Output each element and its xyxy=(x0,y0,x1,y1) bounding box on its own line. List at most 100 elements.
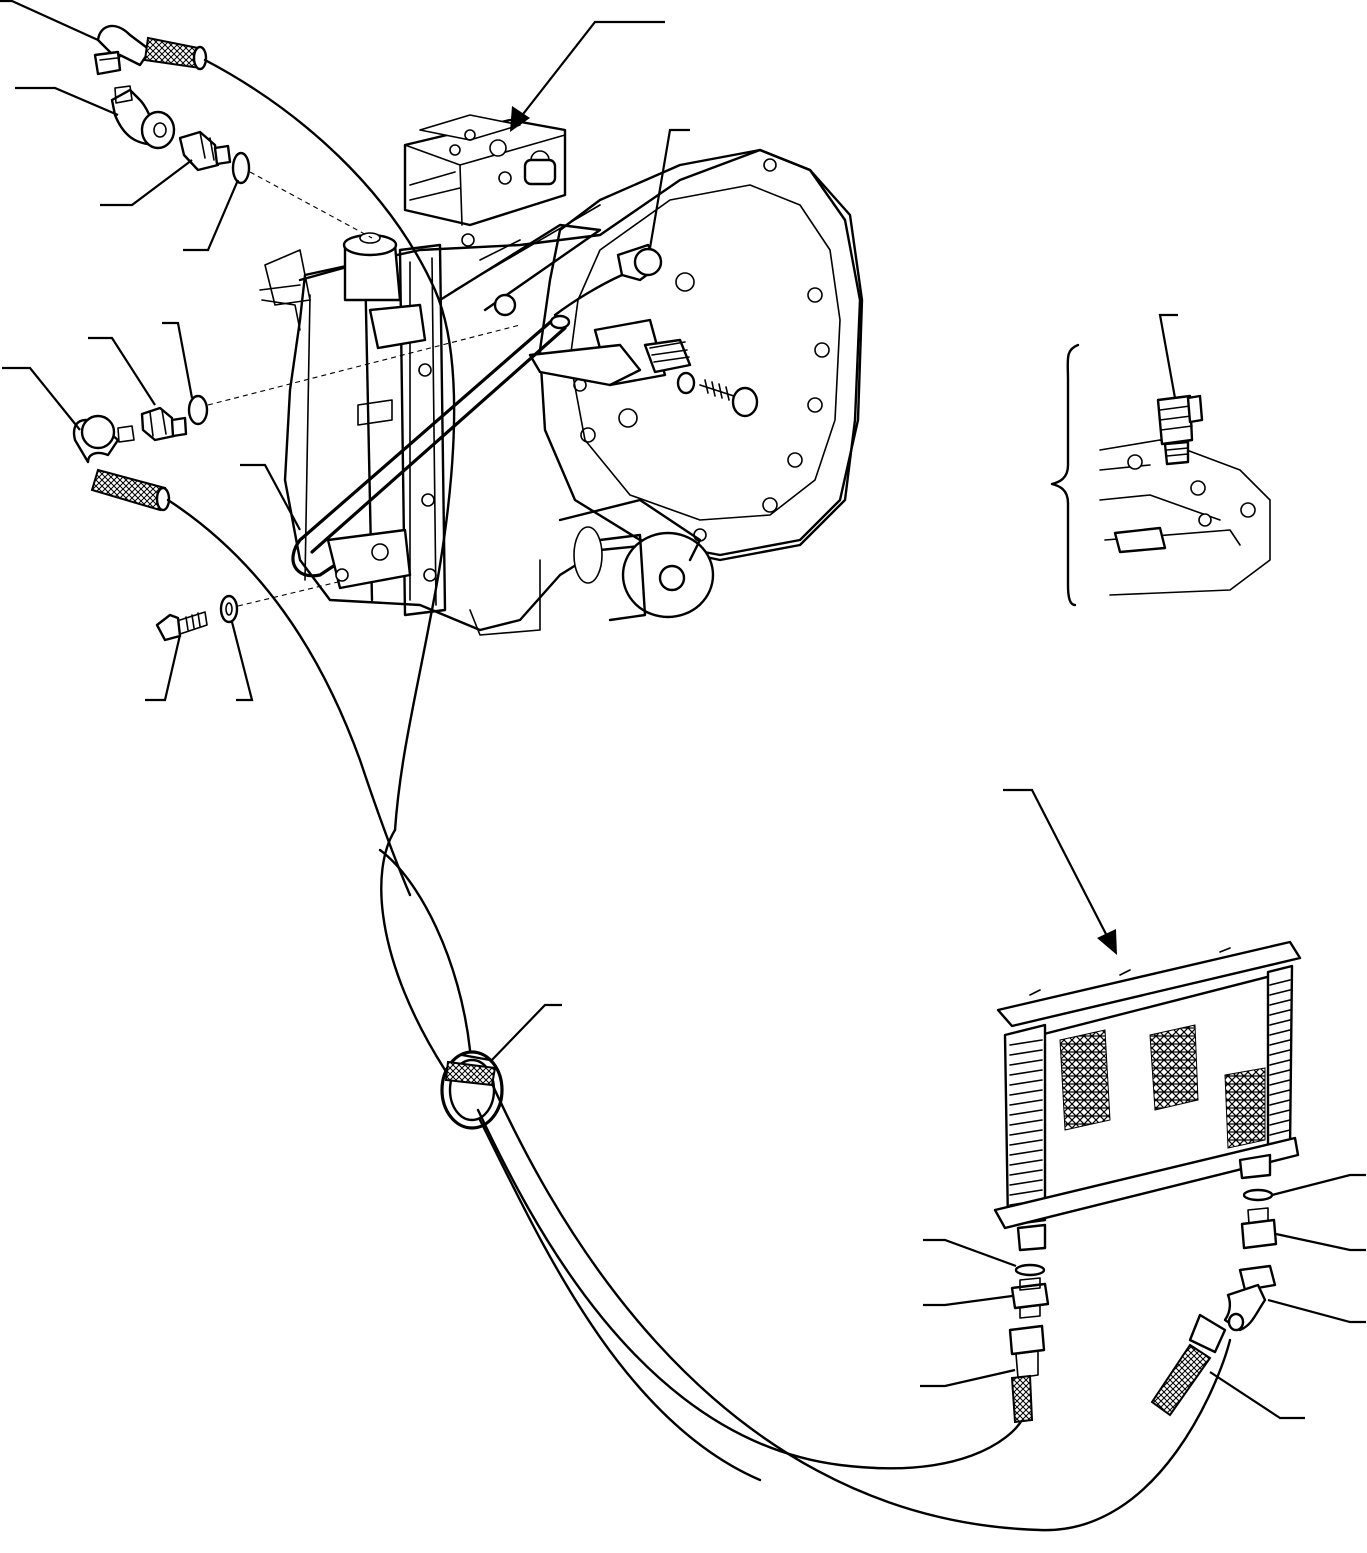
bolt-head xyxy=(731,386,759,418)
swivel-thread xyxy=(117,425,135,443)
hose-ferrule xyxy=(143,36,202,70)
clamp-bolt xyxy=(371,543,389,561)
washer xyxy=(676,371,696,395)
straight-connector xyxy=(140,406,176,442)
output-housing-end xyxy=(573,526,603,584)
inset-housing xyxy=(1099,439,1271,596)
inset-bolt xyxy=(1198,513,1212,527)
control-valve xyxy=(403,114,567,227)
mounting-tab xyxy=(357,399,393,426)
swivel-nut xyxy=(80,414,116,450)
hose-ferrule xyxy=(90,468,167,512)
callout-leader-1 xyxy=(0,0,99,42)
adapter-thread xyxy=(1019,1304,1041,1319)
transmission-assembly xyxy=(259,114,864,636)
washer-bore xyxy=(225,602,233,616)
callout-leader-8 xyxy=(240,463,301,531)
assembly-line xyxy=(237,581,339,607)
hex-bolt-head xyxy=(155,613,182,642)
arrow-oil-cooler xyxy=(1003,788,1109,939)
callout-leader-18 xyxy=(1275,1232,1366,1252)
housing-edge xyxy=(304,294,311,581)
callout-leader-16 xyxy=(920,1368,1016,1388)
output-flange xyxy=(621,531,715,619)
return-hose-bend xyxy=(378,848,472,1052)
cooler-bottom-rail xyxy=(993,1136,1300,1230)
ferrule-end xyxy=(155,486,171,512)
bolt-thread xyxy=(185,612,201,631)
hose-ferrule xyxy=(1010,1374,1034,1424)
connector-flats xyxy=(149,409,167,437)
core-mesh xyxy=(1149,1024,1199,1111)
bolt-head xyxy=(461,233,475,247)
supply-hose-upper xyxy=(203,58,456,832)
adapter-thread xyxy=(1019,1277,1041,1291)
core-mesh xyxy=(1059,1029,1111,1131)
spline-shaft xyxy=(643,338,692,374)
bellhousing-bolts xyxy=(573,158,830,542)
lock-washer xyxy=(219,594,239,624)
rail-tabs xyxy=(1029,947,1231,996)
bolt-thread xyxy=(704,379,730,401)
housing-side-panel xyxy=(398,243,447,617)
adapter-thread xyxy=(114,85,133,104)
output-housing xyxy=(598,533,647,622)
swivel-nut xyxy=(1238,1264,1277,1292)
supply-hose-bend xyxy=(380,828,447,1072)
adapter-hex xyxy=(1010,1282,1050,1310)
sump-edge xyxy=(469,559,541,636)
swivel-nut xyxy=(93,50,122,76)
callout-leader-14 xyxy=(923,1238,1017,1268)
callout-leader-4 xyxy=(183,179,240,252)
upper-hose-fittings xyxy=(93,24,373,239)
callout-leader-15 xyxy=(923,1294,1013,1307)
cooler-top-rail xyxy=(996,940,1302,1028)
cooler-fittings xyxy=(1008,1188,1278,1424)
adapter-bore xyxy=(153,122,167,138)
pointer-arrows xyxy=(510,20,1117,955)
oil-cooler-hoses xyxy=(166,58,1232,1532)
connector-thread xyxy=(213,144,232,166)
hose-nut xyxy=(1188,1313,1227,1354)
panel-bolt xyxy=(421,493,435,507)
arrow-control-valve xyxy=(519,20,665,119)
inset-brace xyxy=(1050,343,1080,607)
sender-wire xyxy=(553,273,624,317)
filter-cap xyxy=(359,232,381,244)
clamp-hole xyxy=(335,568,349,582)
callout-leader-19 xyxy=(1267,1298,1366,1324)
cooler-outlet xyxy=(1016,1223,1047,1252)
elbow-end xyxy=(1227,1312,1245,1332)
adapter-hex xyxy=(1240,1218,1278,1250)
callout-leader-20 xyxy=(1209,1371,1305,1420)
callout-leader-5 xyxy=(88,336,156,406)
callout-leader-7 xyxy=(2,366,81,431)
hose-elbow xyxy=(96,24,152,67)
callout-leader-9 xyxy=(145,634,182,702)
temperature-switch xyxy=(616,243,663,282)
return-hose-lower xyxy=(476,1108,1024,1470)
return-hose-upper xyxy=(166,498,412,897)
adapter-nut xyxy=(140,110,176,150)
output-flange-nut xyxy=(658,564,686,592)
ferrule-end xyxy=(192,45,208,71)
arrowhead xyxy=(1097,929,1117,955)
transmission-housing xyxy=(283,148,862,632)
steel-tube-edge xyxy=(310,326,567,554)
housing-bracket xyxy=(259,284,301,331)
callout-leader-17 xyxy=(1271,1173,1366,1197)
callout-leader-6 xyxy=(162,321,194,399)
steel-tube xyxy=(291,316,557,578)
mounting-block xyxy=(368,303,427,350)
callout-leader-13 xyxy=(489,1003,562,1063)
lower-rib xyxy=(558,498,702,562)
assembly-line xyxy=(249,171,373,239)
pressure-switch xyxy=(1156,394,1204,466)
housing-flange-left xyxy=(264,249,311,306)
arrowhead xyxy=(510,106,530,132)
callout-leader-3 xyxy=(100,159,193,207)
return-hose-edge xyxy=(478,1118,762,1482)
hose-clamp xyxy=(440,1050,504,1130)
inset-bolt xyxy=(1190,480,1206,496)
